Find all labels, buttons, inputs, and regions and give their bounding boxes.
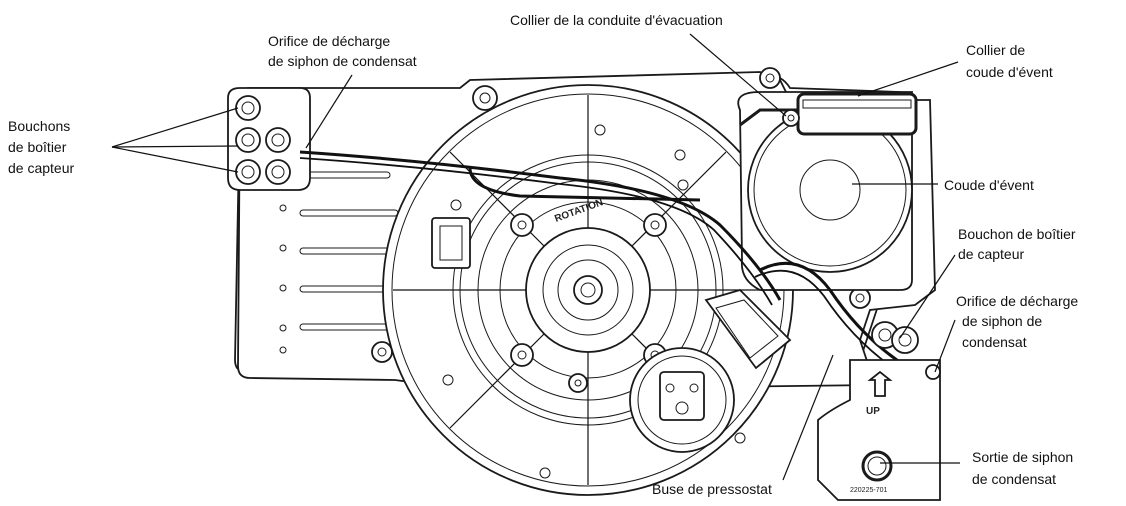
label-orifice-right-line3: condensat bbox=[962, 334, 1027, 350]
label-collier-coude-line1: Collier de bbox=[966, 42, 1025, 58]
label-orifice-left-line1: Orifice de décharge bbox=[268, 33, 390, 49]
label-bouchons-line1: Bouchons bbox=[8, 118, 70, 134]
labels: Bouchons de boîtier de capteur Orifice d… bbox=[8, 12, 1078, 497]
leader-lines bbox=[111, 33, 960, 481]
up-marking: UP bbox=[866, 406, 880, 417]
label-bouchons-line3: de capteur bbox=[8, 160, 74, 176]
label-bouchons-line2: de boîtier bbox=[8, 139, 67, 155]
label-sortie-line1: Sortie de siphon bbox=[972, 449, 1073, 465]
condensate-trap: UP 220225-701 bbox=[817, 359, 941, 501]
label-bouchon-right-line2: de capteur bbox=[958, 246, 1024, 262]
pressure-switch bbox=[629, 288, 792, 453]
label-bouchon-right-line1: Bouchon de boîtier bbox=[958, 226, 1076, 242]
part-number-marking: 220225-701 bbox=[850, 487, 887, 494]
label-coude-event: Coude d'évent bbox=[944, 177, 1034, 193]
label-orifice-left-line2: de siphon de condensat bbox=[268, 53, 417, 69]
left-sensor-caps bbox=[227, 87, 311, 191]
label-orifice-right-line2: de siphon de bbox=[962, 313, 1042, 329]
vent-elbow bbox=[737, 91, 918, 291]
label-orifice-right-line1: Orifice de décharge bbox=[956, 293, 1078, 309]
label-buse-pressostat: Buse de pressostat bbox=[652, 481, 772, 497]
label-sortie-line2: de condensat bbox=[972, 471, 1056, 487]
label-collier-evacuation: Collier de la conduite d'évacuation bbox=[510, 12, 723, 28]
blower-housing: ROTATION bbox=[382, 84, 794, 496]
label-collier-coude-line2: coude d'évent bbox=[966, 64, 1053, 80]
